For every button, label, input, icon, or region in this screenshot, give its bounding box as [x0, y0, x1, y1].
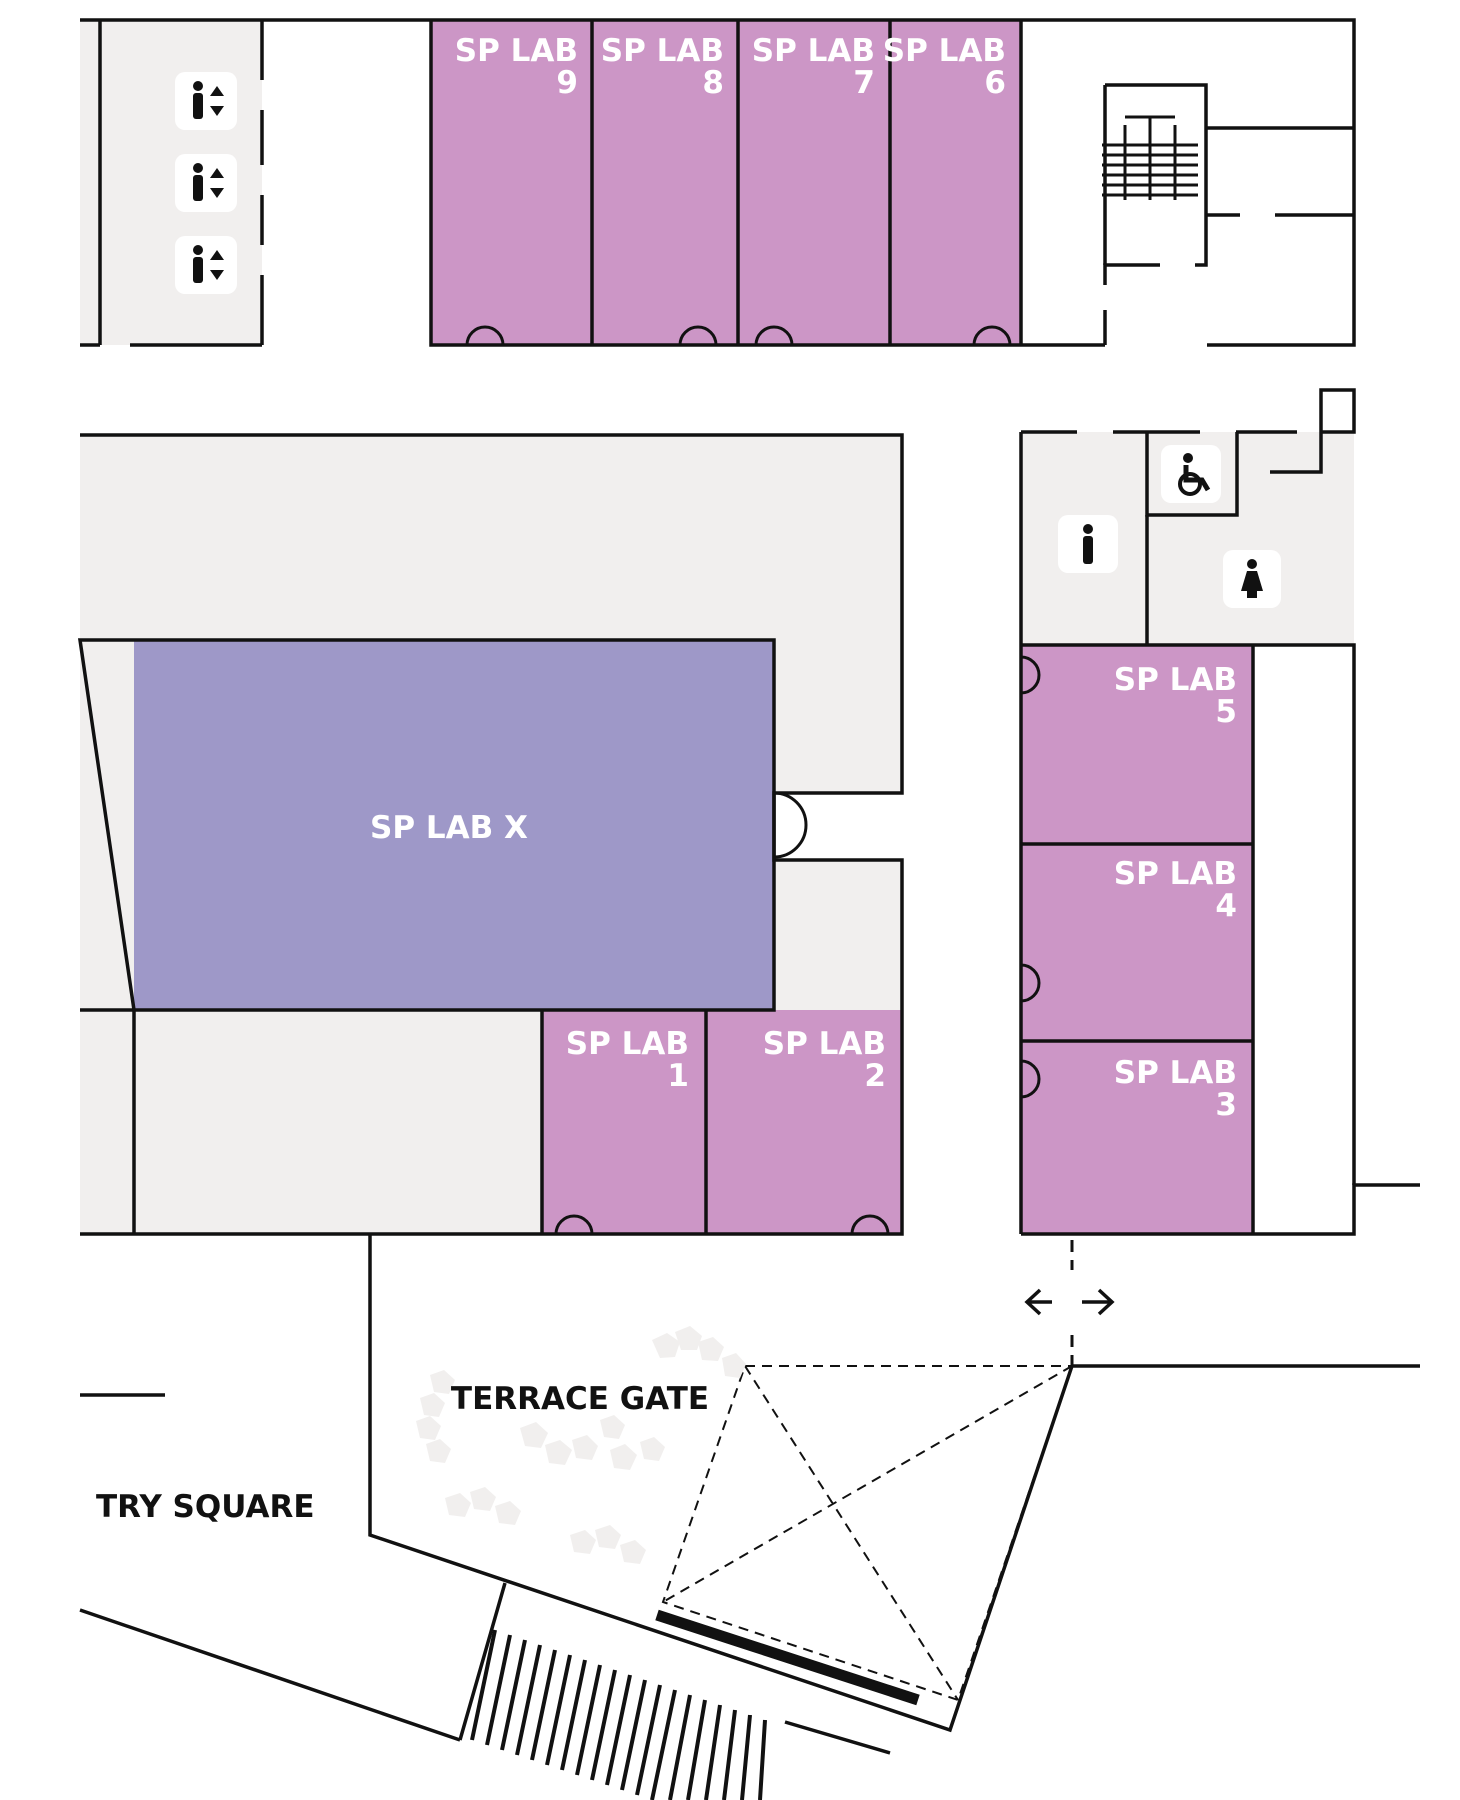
sp-lab-2-number: 2 — [864, 1058, 886, 1094]
terrace-gate-label: TERRACE GATE — [451, 1381, 709, 1417]
all-gender-restroom-icon — [175, 72, 237, 130]
wheelchair-accessible-icon — [1161, 445, 1221, 503]
sp-lab-6-title: SP LAB — [883, 33, 1006, 69]
dashed-guides — [661, 1240, 1074, 1702]
sp-lab-7-room[interactable] — [738, 20, 890, 345]
women-restroom-icon — [1223, 550, 1281, 608]
door-lab-5 — [1020, 655, 1041, 695]
door-lab-4 — [1020, 963, 1041, 1003]
upper-lobby-area — [80, 435, 902, 793]
terrace-plantings — [416, 1326, 746, 1564]
walls — [77, 18, 1420, 1755]
door-lab-3 — [1020, 1059, 1041, 1099]
all-gender-restroom-icon — [175, 154, 237, 212]
sp-lab-2-room[interactable] — [706, 1010, 902, 1234]
door-swings — [465, 325, 1041, 1235]
sp-lab-1-number: 1 — [667, 1058, 689, 1094]
all-gender-restroom-icon — [175, 236, 237, 294]
door-lab-8 — [678, 325, 718, 346]
men-restroom-icon — [1058, 515, 1118, 573]
sp-lab-4-number: 4 — [1215, 888, 1237, 924]
sp-lab-8-number: 8 — [702, 65, 724, 101]
two-way-entrance-arrow-icon — [1024, 1288, 1115, 1316]
sp-lab-8-room[interactable] — [592, 20, 738, 345]
try-square-label: TRY SQUARE — [96, 1489, 315, 1525]
sp-lab-3-title: SP LAB — [1114, 1055, 1237, 1091]
lower-left-strip — [80, 1010, 134, 1234]
terrace-stage-bar — [655, 1609, 920, 1706]
sp-lab-9-number: 9 — [556, 65, 578, 101]
door-lab-x — [773, 791, 808, 859]
sp-lab-2-title: SP LAB — [763, 1026, 886, 1062]
lower-common-room — [134, 1010, 542, 1234]
sp-lab-6-number: 6 — [984, 65, 1006, 101]
sp-lab-6-room[interactable] — [890, 20, 1021, 345]
sp-lab-4-room[interactable] — [1021, 844, 1253, 1041]
sp-lab-8-title: SP LAB — [601, 33, 724, 69]
sp-lab-5-title: SP LAB — [1114, 662, 1237, 698]
outdoor-steps — [470, 1629, 767, 1800]
door-lab-6 — [972, 325, 1012, 346]
sp-lab-x-title: SP LAB X — [370, 810, 528, 846]
lab-labels: SP LAB 9 SP LAB 8 SP LAB 7 SP LAB 6 SP L… — [370, 33, 1237, 1123]
door-lab-7 — [754, 325, 794, 346]
labs — [134, 20, 1253, 1234]
sp-lab-9-title: SP LAB — [455, 33, 578, 69]
left-strip-area — [80, 20, 100, 345]
sp-lab-1-room[interactable] — [542, 1010, 706, 1234]
sp-lab-9-room[interactable] — [431, 20, 592, 345]
small-side-room — [774, 860, 902, 1010]
sp-lab-7-number: 7 — [853, 65, 875, 101]
sp-lab-3-room[interactable] — [1021, 1041, 1253, 1234]
door-lab-9 — [465, 325, 505, 346]
sp-lab-7-title: SP LAB — [752, 33, 875, 69]
stairs-icon — [1102, 115, 1198, 200]
sp-lab-4-title: SP LAB — [1114, 856, 1237, 892]
sp-lab-5-room[interactable] — [1021, 645, 1253, 844]
sp-lab-1-title: SP LAB — [566, 1026, 689, 1062]
sp-lab-x-room[interactable] — [134, 640, 774, 1010]
sp-lab-3-number: 3 — [1215, 1087, 1237, 1123]
door-lab-2 — [850, 1214, 890, 1235]
door-lab-1 — [554, 1214, 594, 1235]
sp-lab-5-number: 5 — [1215, 694, 1237, 730]
